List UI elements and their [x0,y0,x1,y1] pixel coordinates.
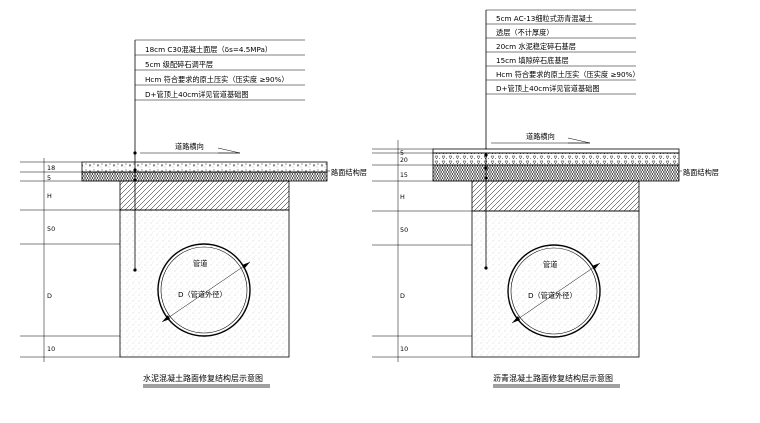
left-pavement: 路面结构层 [81,161,367,358]
left-dim-10: 10 [47,345,55,353]
left-dimensions: 18 5 H 50 D 10 [20,158,120,362]
right-pipe-dim: D（管道外径） [528,291,577,300]
left-diagram: 18cm C30混凝土面层（δs=4.5MPa） 5cm 级配碎石调平层 Hcm… [20,39,367,388]
left-pipe: 管道 D（管道外径） [157,243,251,337]
left-dim-d: D [47,292,52,300]
right-dim-20: 20 [400,157,408,164]
left-layer-1: 18cm C30混凝土面层（δs=4.5MPa） [145,45,272,54]
left-dim-5: 5 [47,174,51,182]
right-pavement: 路面结构层 [432,148,719,358]
left-road-direction-label: 道路横向 [175,142,204,151]
right-road-direction-label: 道路横向 [526,132,555,141]
right-layer-callouts: 5cm AC-13细粒式沥青混凝土 透层（不计厚度） 20cm 水泥稳定碎石基层… [484,9,640,270]
left-caption: 水泥混凝土路面修复结构层示意图 [143,373,263,383]
left-layer-2: 5cm 级配碎石调平层 [145,60,213,69]
right-layer-5: Hcm 符合要求的原土压实（压实度 ≥90%） [496,70,640,79]
right-layer-6: D+管顶上40cm详见管道基础图 [496,84,600,93]
right-dim-d: D [400,292,405,300]
right-road-direction: 道路横向 [491,132,591,144]
right-dimensions: 5 20 15 H 50 D 10 [372,140,472,362]
right-pipe: 管道 D（管道外径） [507,244,601,338]
left-structure-label: 路面结构层 [331,168,367,177]
left-layer-3: Hcm 符合要求的原土压实（压实度 ≥90%） [145,75,289,84]
right-pipe-label: 管道 [543,260,557,269]
right-caption: 沥青混凝土路面修复结构层示意图 [493,373,613,383]
left-pipe-dim: D（管道外径） [178,290,227,299]
left-dim-50: 50 [47,225,55,233]
right-layer-4: 15cm 填隙碎石底基层 [496,56,569,65]
left-road-direction: 道路横向 [140,142,241,154]
right-dim-10: 10 [400,345,408,353]
right-caption-group: 沥青混凝土路面修复结构层示意图 [493,373,620,388]
left-dim-h: H [47,192,52,200]
right-dim-50: 50 [400,226,408,234]
left-dim-18: 18 [47,164,55,172]
right-diagram: 5cm AC-13细粒式沥青混凝土 透层（不计厚度） 20cm 水泥稳定碎石基层… [372,9,719,388]
right-layer-2: 透层（不计厚度） [496,28,554,37]
right-dim-h: H [400,193,405,201]
right-structure-label: 路面结构层 [683,168,719,177]
right-dim-5: 5 [400,150,404,157]
right-layer-1: 5cm AC-13细粒式沥青混凝土 [496,14,593,23]
right-dim-15: 15 [400,172,408,179]
right-layer-3: 20cm 水泥稳定碎石基层 [496,42,576,51]
left-caption-group: 水泥混凝土路面修复结构层示意图 [143,373,270,388]
left-pipe-label: 管道 [193,259,207,268]
left-layer-4: D+管顶上40cm详见管道基础图 [145,90,249,99]
